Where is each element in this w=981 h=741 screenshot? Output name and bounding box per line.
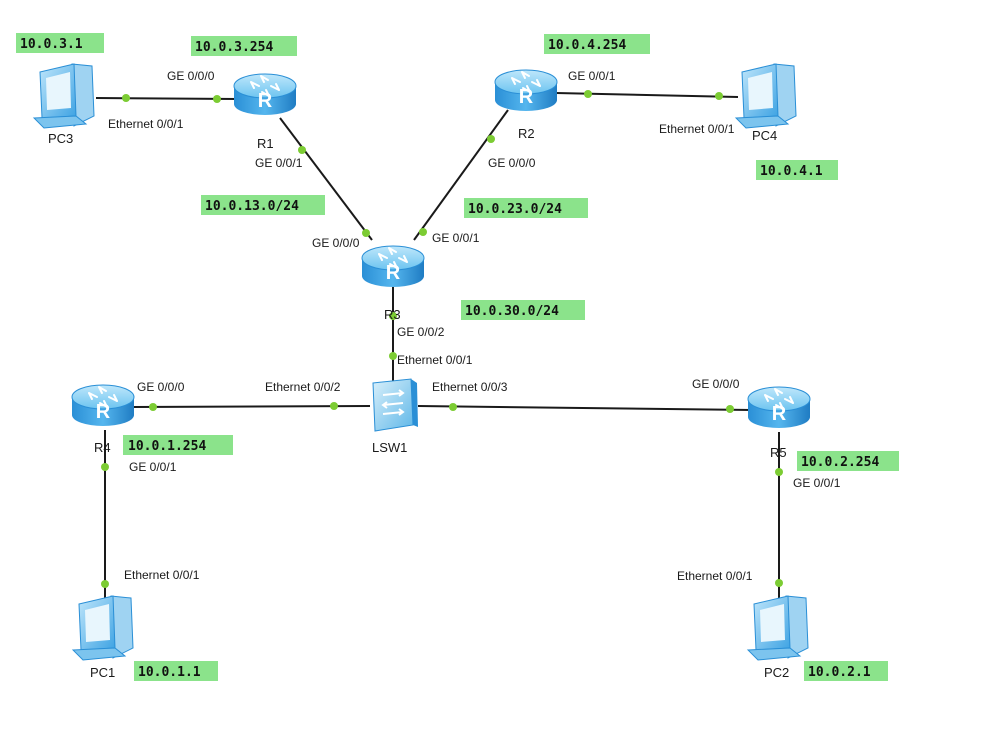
port-dot: [149, 403, 157, 411]
port-dot: [101, 463, 109, 471]
ip-badge-pc2: 10.0.2.1: [804, 661, 888, 681]
ip-address-text: 10.0.2.1: [808, 665, 871, 680]
pc-pc2[interactable]: [747, 595, 809, 661]
device-label-pc3: PC3: [48, 131, 73, 146]
port-dot: [362, 229, 370, 237]
port-label: GE 0/0/1: [793, 476, 841, 490]
link-r1-r3: [279, 117, 373, 241]
ip-address-text: 10.0.4.1: [760, 164, 823, 179]
port-dot: [449, 403, 457, 411]
device-label-r5: R5: [770, 445, 787, 460]
port-label: GE 0/0/0: [312, 236, 360, 250]
device-label-r4: R4: [94, 440, 111, 455]
device-label-pc4: PC4: [752, 128, 777, 143]
ip-badge-r5: 10.0.2.254: [797, 451, 899, 471]
port-label: Ethernet 0/0/1: [397, 353, 473, 367]
port-dot: [389, 312, 397, 320]
port-label: GE 0/0/1: [568, 69, 616, 83]
router-r3[interactable]: [361, 245, 425, 288]
port-dot: [389, 352, 397, 360]
port-label: Ethernet 0/0/1: [677, 569, 753, 583]
device-label-pc1: PC1: [90, 665, 115, 680]
link-lsw1-r5: [417, 405, 753, 411]
port-dot: [330, 402, 338, 410]
port-dot: [419, 228, 427, 236]
port-dot: [775, 579, 783, 587]
network-address-text: 10.0.13.0/24: [205, 199, 299, 214]
router-r5[interactable]: [747, 386, 811, 429]
ip-badge-net30: 10.0.30.0/24: [461, 300, 585, 320]
port-label: GE 0/0/1: [432, 231, 480, 245]
pc-pc1[interactable]: [72, 595, 134, 661]
network-address-text: 10.0.23.0/24: [468, 202, 562, 217]
pc-pc4[interactable]: [735, 63, 797, 129]
device-label-r3: R3: [384, 307, 401, 322]
ip-badge-pc4: 10.0.4.1: [756, 160, 838, 180]
ip-address-text: 10.0.4.254: [548, 38, 626, 53]
port-dot: [487, 135, 495, 143]
router-r1[interactable]: [233, 73, 297, 116]
port-dot: [726, 405, 734, 413]
port-dot: [101, 580, 109, 588]
ip-badge-r4: 10.0.1.254: [123, 435, 233, 455]
router-r2[interactable]: [494, 69, 558, 112]
ip-badge-net23: 10.0.23.0/24: [464, 198, 588, 218]
port-label: Ethernet 0/0/1: [124, 568, 200, 582]
network-address-text: 10.0.30.0/24: [465, 304, 559, 319]
ip-badge-pc1: 10.0.1.1: [134, 661, 218, 681]
links: [95, 92, 780, 600]
device-label-pc2: PC2: [764, 665, 789, 680]
router-r4[interactable]: [71, 384, 135, 427]
ip-badge-pc3: 10.0.3.1: [16, 33, 104, 53]
ip-address-text: 10.0.3.1: [20, 37, 83, 52]
device-label-r2: R2: [518, 126, 535, 141]
link-r2-pc4: [555, 92, 739, 98]
port-dots: [101, 90, 783, 588]
ip-badge-r2: 10.0.4.254: [544, 34, 650, 54]
port-label: GE 0/0/2: [397, 325, 445, 339]
device-label-r1: R1: [257, 136, 274, 151]
port-label: GE 0/0/0: [167, 69, 215, 83]
port-dot: [584, 90, 592, 98]
switch-lsw1[interactable]: [372, 378, 419, 432]
port-dot: [298, 146, 306, 154]
port-label: GE 0/0/0: [692, 377, 740, 391]
port-label: GE 0/0/0: [488, 156, 536, 170]
ip-address-text: 10.0.2.254: [801, 455, 879, 470]
ip-address-text: 10.0.1.254: [128, 439, 206, 454]
port-label: Ethernet 0/0/1: [659, 122, 735, 136]
port-dot: [213, 95, 221, 103]
port-dot: [715, 92, 723, 100]
port-label: Ethernet 0/0/2: [265, 380, 341, 394]
pc-pc3[interactable]: [33, 63, 95, 129]
device-label-lsw1: LSW1: [372, 440, 407, 455]
port-label: GE 0/0/1: [129, 460, 177, 474]
ip-address-text: 10.0.3.254: [195, 40, 273, 55]
port-dot: [122, 94, 130, 102]
port-label: Ethernet 0/0/3: [432, 380, 508, 394]
ip-badge-net13: 10.0.13.0/24: [201, 195, 325, 215]
link-r2-r3: [413, 109, 509, 241]
port-label: Ethernet 0/0/1: [108, 117, 184, 131]
port-label: GE 0/0/1: [255, 156, 303, 170]
port-dot: [775, 468, 783, 476]
ip-address-text: 10.0.1.1: [138, 665, 201, 680]
ip-badge-r1: 10.0.3.254: [191, 36, 297, 56]
port-label: GE 0/0/0: [137, 380, 185, 394]
